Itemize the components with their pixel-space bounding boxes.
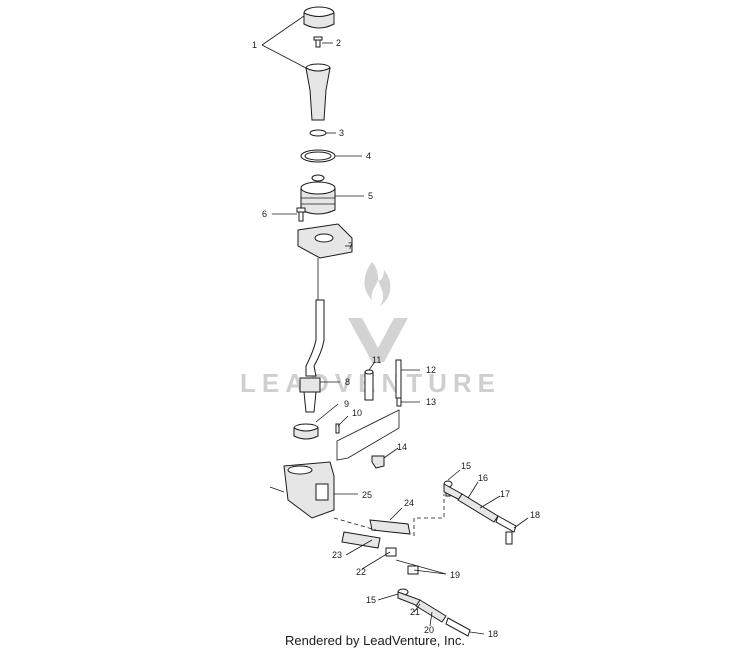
part-15-ball-joint-lower [397,588,421,607]
part-13-pin [396,397,402,407]
part-20-21-cable-lower [415,599,447,623]
shift-rod-linkage [336,409,400,461]
part-9-bushing [293,423,319,440]
callout-7: 7 [348,241,353,251]
part-22-nut [385,547,397,557]
part-12-rod [395,359,402,399]
callout-23: 23 [332,550,342,560]
callout-5: 5 [368,191,373,201]
part-14-clip [371,455,385,469]
callout-24: 24 [404,498,414,508]
callout-20: 20 [424,625,434,635]
callout-6: 6 [262,209,267,219]
part-1-shift-knob [303,6,335,121]
part-11-dowel [364,369,374,401]
callout-14: 14 [397,442,407,452]
part-8-shift-lever [299,299,325,413]
callout-8: 8 [345,377,350,387]
part-2-screw [313,36,323,48]
callout-21: 21 [410,607,420,617]
callout-17: 17 [500,489,510,499]
part-10-pin [335,423,340,434]
part-25-housing [269,461,335,519]
part-7-bracket [297,223,353,300]
part-4-ring [300,149,336,163]
part-18-rod-end-lower [445,617,471,637]
callout-11: 11 [372,355,381,365]
callout-9: 9 [344,399,349,409]
callout-1: 1 [252,40,257,50]
callout-15-upper: 15 [461,461,471,471]
callout-22: 22 [356,567,366,577]
callout-19: 19 [450,570,460,580]
footer-credit: Rendered by LeadVenture, Inc. [285,633,465,648]
callout-labels: 1 2 3 4 5 6 7 8 9 10 11 12 13 14 15 16 1… [252,38,540,639]
part-3-o-ring [309,129,327,137]
callout-13: 13 [426,397,436,407]
part-16-17-cable-upper [457,493,499,523]
callout-12: 12 [426,365,436,375]
callout-10: 10 [352,408,362,418]
part-5-boot [300,174,336,215]
part-18-rod-end-upper [495,515,517,545]
assembly-line [333,517,377,531]
callout-4: 4 [366,151,371,161]
callout-16: 16 [478,473,488,483]
leader-lines [261,15,529,635]
callout-25: 25 [362,490,372,500]
part-23-shaft [341,531,381,549]
part-19-nut [407,565,419,575]
part-6-bolt [296,207,306,222]
assembly-line-2 [413,494,445,536]
callout-18-upper: 18 [530,510,540,520]
callout-2: 2 [336,38,341,48]
callout-3: 3 [339,128,344,138]
callout-18-lower: 18 [488,629,498,639]
part-24-shaft [369,519,411,535]
callout-15-lower: 15 [366,595,376,605]
